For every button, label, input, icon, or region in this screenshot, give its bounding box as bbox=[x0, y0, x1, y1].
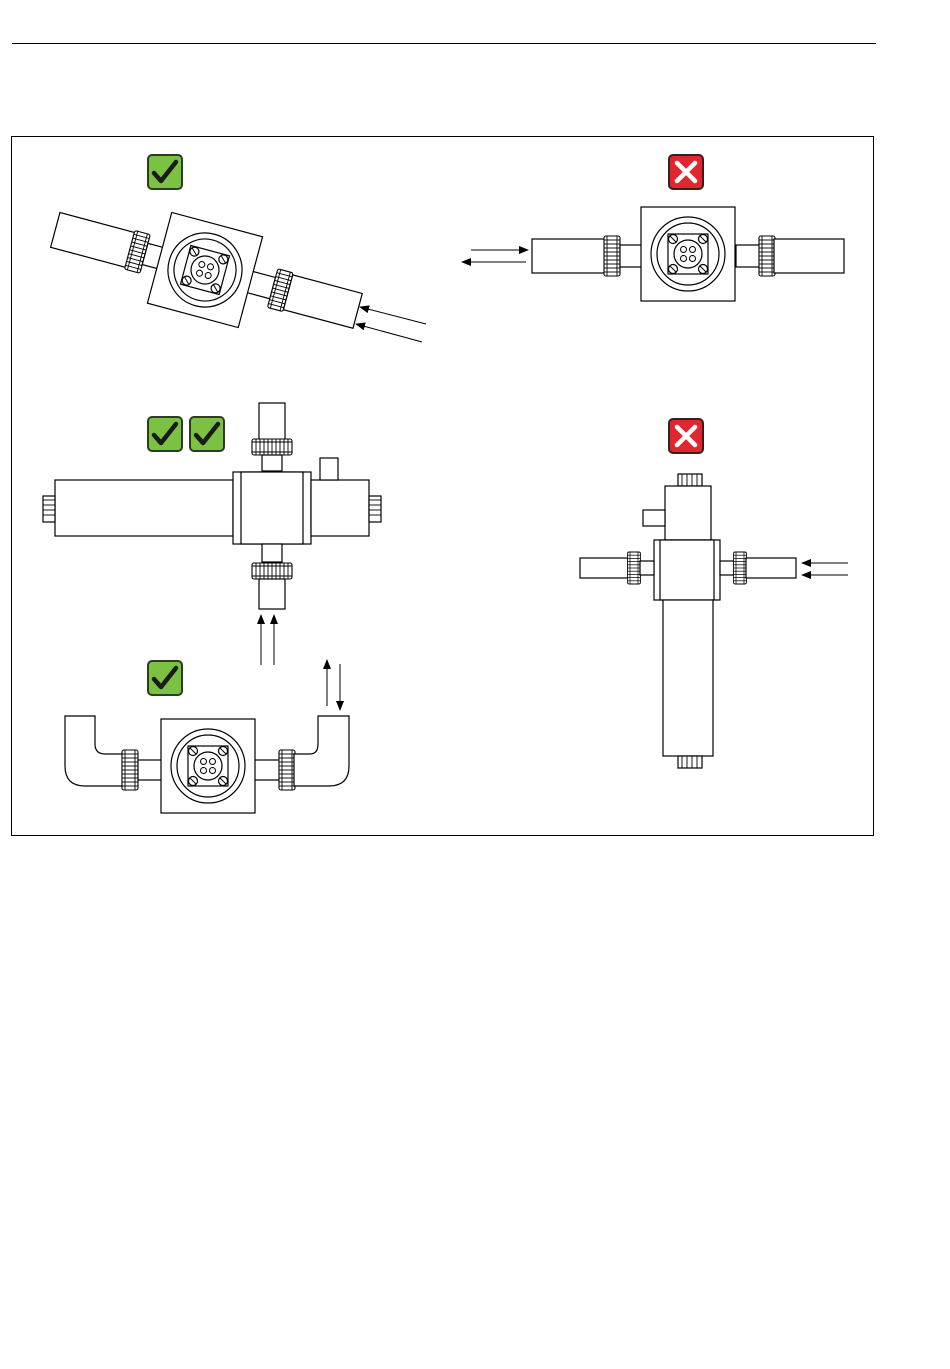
cross-icon bbox=[669, 419, 703, 453]
flow-arrow bbox=[360, 307, 426, 324]
panel-level-incorrect bbox=[462, 155, 844, 301]
flow-arrow bbox=[356, 324, 422, 342]
check-icon bbox=[190, 417, 224, 451]
panel-u-bend-correct bbox=[65, 660, 349, 813]
panel-inclined-correct bbox=[43, 155, 426, 356]
check-icon bbox=[148, 661, 182, 695]
cross-icon bbox=[669, 155, 703, 189]
check-icon bbox=[148, 417, 182, 451]
check-icon bbox=[148, 155, 182, 189]
panel-vertical-upward-correct bbox=[43, 403, 381, 665]
panel-vertical-downward-incorrect bbox=[580, 419, 848, 768]
